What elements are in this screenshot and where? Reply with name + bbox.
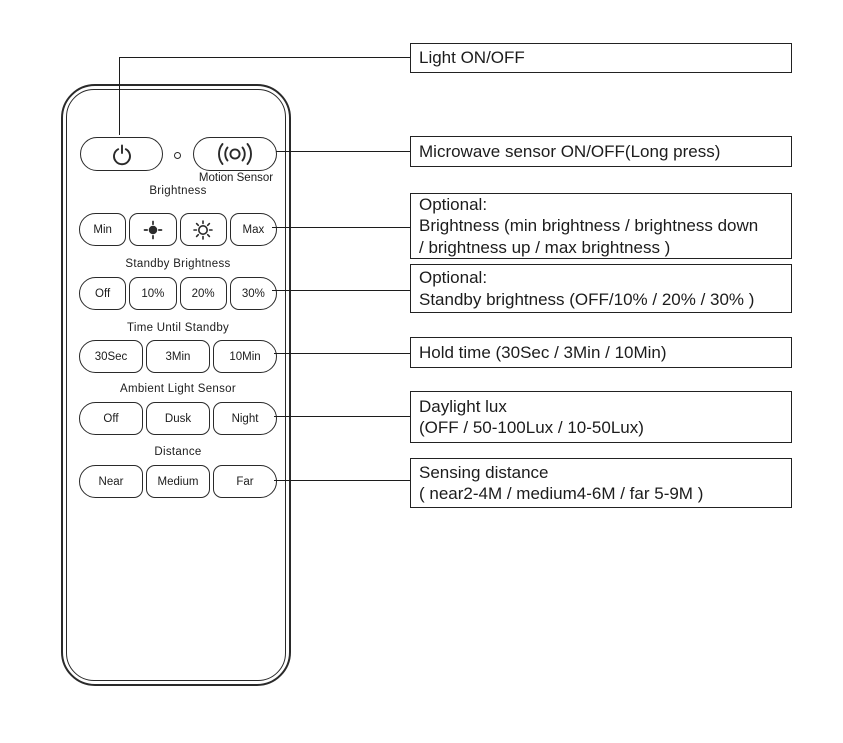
motion-sensor-waves-icon <box>211 141 259 167</box>
section-title-brightness: Brightness <box>149 185 207 197</box>
leader-line-light-onoff <box>119 57 410 58</box>
time-3min-button[interactable]: 3Min <box>146 340 210 373</box>
leader-line-hold-time <box>274 353 410 354</box>
ambient-night-button[interactable]: Night <box>213 402 277 435</box>
time-30sec-button[interactable]: 30Sec <box>79 340 143 373</box>
led-indicator-dot <box>174 152 181 159</box>
callout-daylight-lux: Daylight lux (OFF / 50-100Lux / 10-50Lux… <box>410 391 792 443</box>
brightness-up-button[interactable] <box>179 213 227 246</box>
brightness-min-button[interactable]: Min <box>79 213 127 246</box>
brightness-button-row: Min <box>79 213 277 246</box>
callout-standby-brightness-optional: Optional: Standby brightness (OFF/10% / … <box>410 264 792 313</box>
standby-off-button[interactable]: Off <box>79 277 127 310</box>
brightness-max-button[interactable]: Max <box>229 213 277 246</box>
leader-line-sensing-distance <box>274 480 410 481</box>
brightness-down-button[interactable] <box>129 213 177 246</box>
callout-brightness-optional: Optional: Brightness (min brightness / b… <box>410 193 792 259</box>
callout-hold-time: Hold time (30Sec / 3Min / 10Min) <box>410 337 792 368</box>
callout-text: Optional: <box>419 194 488 214</box>
ambient-dusk-button[interactable]: Dusk <box>146 402 210 435</box>
callout-text: Microwave sensor ON/OFF(Long press) <box>419 141 721 161</box>
power-icon <box>109 141 135 167</box>
section-title-ambient-light-sensor: Ambient Light Sensor <box>120 383 236 395</box>
callout-text: Light ON/OFF <box>419 48 525 68</box>
section-title-standby-brightness: Standby Brightness <box>125 258 231 270</box>
distance-near-button[interactable]: Near <box>79 465 143 498</box>
callout-light-onoff: Light ON/OFF <box>410 43 792 73</box>
ambient-off-button[interactable]: Off <box>79 402 143 435</box>
callout-text: (OFF / 50-100Lux / 10-50Lux) <box>419 418 644 437</box>
section-title-distance: Distance <box>154 446 202 458</box>
power-button[interactable] <box>80 137 163 171</box>
ambient-light-button-row: Off Dusk Night <box>79 402 277 435</box>
full-brightness-icon <box>192 219 214 241</box>
distance-button-row: Near Medium Far <box>79 465 277 498</box>
leader-line-brightness <box>272 227 410 228</box>
callout-microwave-sensor: Microwave sensor ON/OFF(Long press) <box>410 136 792 167</box>
standby-20-button[interactable]: 20% <box>179 277 227 310</box>
leader-line-daylight-lux <box>274 416 410 417</box>
standby-10-button[interactable]: 10% <box>129 277 177 310</box>
distance-medium-button[interactable]: Medium <box>146 465 210 498</box>
standby-30-button[interactable]: 30% <box>229 277 277 310</box>
time-until-standby-button-row: 30Sec 3Min 10Min <box>79 340 277 373</box>
callout-sensing-distance: Sensing distance ( near2-4M / medium4-6M… <box>410 458 792 508</box>
callout-text: Sensing distance <box>419 462 549 482</box>
dim-brightness-icon <box>142 219 164 241</box>
leader-line-microwave-sensor <box>276 151 410 152</box>
leader-line-standby-brightness <box>272 290 410 291</box>
distance-far-button[interactable]: Far <box>213 465 277 498</box>
standby-brightness-button-row: Off 10% 20% 30% <box>79 277 277 310</box>
time-10min-button[interactable]: 10Min <box>213 340 277 373</box>
callout-text: Brightness (min brightness / brightness … <box>419 216 759 236</box>
callout-text: Daylight lux <box>419 396 507 416</box>
remote-body-inner-outline <box>66 89 286 681</box>
motion-sensor-label: Motion Sensor <box>198 172 274 184</box>
motion-sensor-button[interactable] <box>193 137 277 171</box>
leader-line-light-onoff-vertical <box>119 57 120 135</box>
callout-text: Standby brightness (OFF/10% / 20% / 30% … <box>419 289 755 309</box>
callout-text: / brightness up / max brightness ) <box>419 237 671 257</box>
section-title-time-until-standby: Time Until Standby <box>126 322 230 334</box>
remote-body: Motion Sensor Brightness Min <box>61 84 291 686</box>
callout-text: ( near2-4M / medium4-6M / far 5-9M ) <box>419 484 704 503</box>
callout-text: Optional: <box>419 268 488 287</box>
callout-text: Hold time (30Sec / 3Min / 10Min) <box>419 342 667 362</box>
